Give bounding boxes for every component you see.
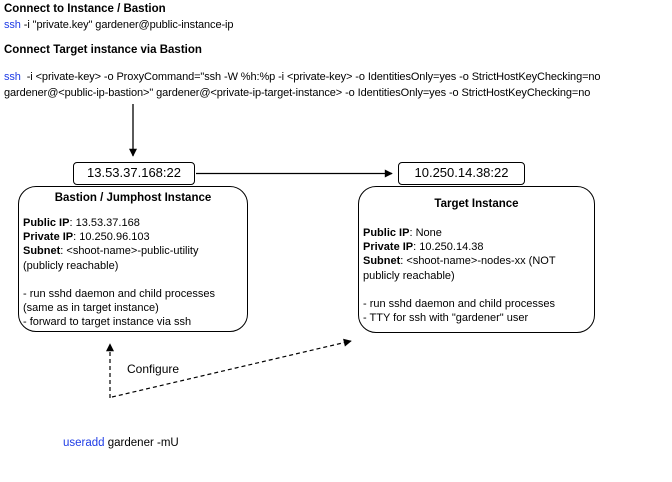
bastion-line: - run sshd daemon and child processes [23, 287, 215, 300]
connect-target-command: ssh -i <private-key> -o ProxyCommand="ss… [4, 69, 601, 101]
target-node-body: Public IP: None Private IP: 10.250.14.38… [359, 226, 594, 325]
ssh-args: -i "private.key" gardener@public-instanc… [20, 19, 234, 31]
command-line-1: ssh -i <private-key> -o ProxyCommand="ss… [4, 69, 601, 85]
bastion-line: Private IP: 10.250.96.103 [23, 231, 150, 244]
target-node-title: Target Instance [434, 198, 519, 210]
target-line: - TTY for ssh with "gardener" user [363, 312, 529, 325]
bastion-line: (same as in target instance) [23, 302, 159, 315]
bastion-node-title: Bastion / Jumphost Instance [54, 192, 212, 204]
ssh-keyword: ssh [4, 71, 21, 83]
configure-label: Configure [127, 362, 180, 376]
bastion-node: Bastion / Jumphost Instance Public IP: 1… [18, 186, 248, 332]
connect-bastion-command: ssh -i "private.key" gardener@public-ins… [4, 17, 234, 33]
target-line: Private IP: 10.250.14.38 [363, 241, 484, 254]
ssh-args-line-1: -i <private-key> -o ProxyCommand="ssh -W… [20, 71, 601, 83]
target-line: Public IP: None [363, 227, 442, 239]
bastion-line: (publicly reachable) [23, 259, 119, 272]
command-line-2: gardener@<public-ip-bastion>" gardener@<… [4, 85, 600, 101]
connect-bastion-heading: Connect to Instance / Bastion [4, 3, 166, 15]
bastion-endpoint-box: 13.53.37.168:22 [73, 162, 195, 185]
ssh-keyword: ssh [4, 19, 21, 31]
target-line: publicly reachable) [363, 269, 455, 282]
configure-command: useradd gardener -mU [63, 437, 179, 449]
target-node: Target Instance Public IP: None Private … [358, 186, 595, 333]
target-line: Subnet: <shoot-name>-nodes-xx (NOT [363, 255, 556, 268]
bastion-line: Subnet: <shoot-name>-public-utility [23, 245, 199, 258]
bastion-line: Public IP: 13.53.37.168 [23, 217, 140, 229]
target-endpoint-box: 10.250.14.38:22 [398, 162, 525, 185]
target-line: - run sshd daemon and child processes [363, 297, 555, 310]
bastion-line: - forward to target instance via ssh [23, 316, 192, 329]
bastion-node-body: Public IP: 13.53.37.168 Private IP: 10.2… [19, 216, 247, 329]
connect-target-heading: Connect Target instance via Bastion [4, 44, 202, 56]
configure-commands: useradd gardener -mU mkdir -p /home/gard… [63, 406, 470, 482]
ssh-args-line-2: gardener@<public-ip-bastion>" gardener@<… [4, 87, 591, 99]
